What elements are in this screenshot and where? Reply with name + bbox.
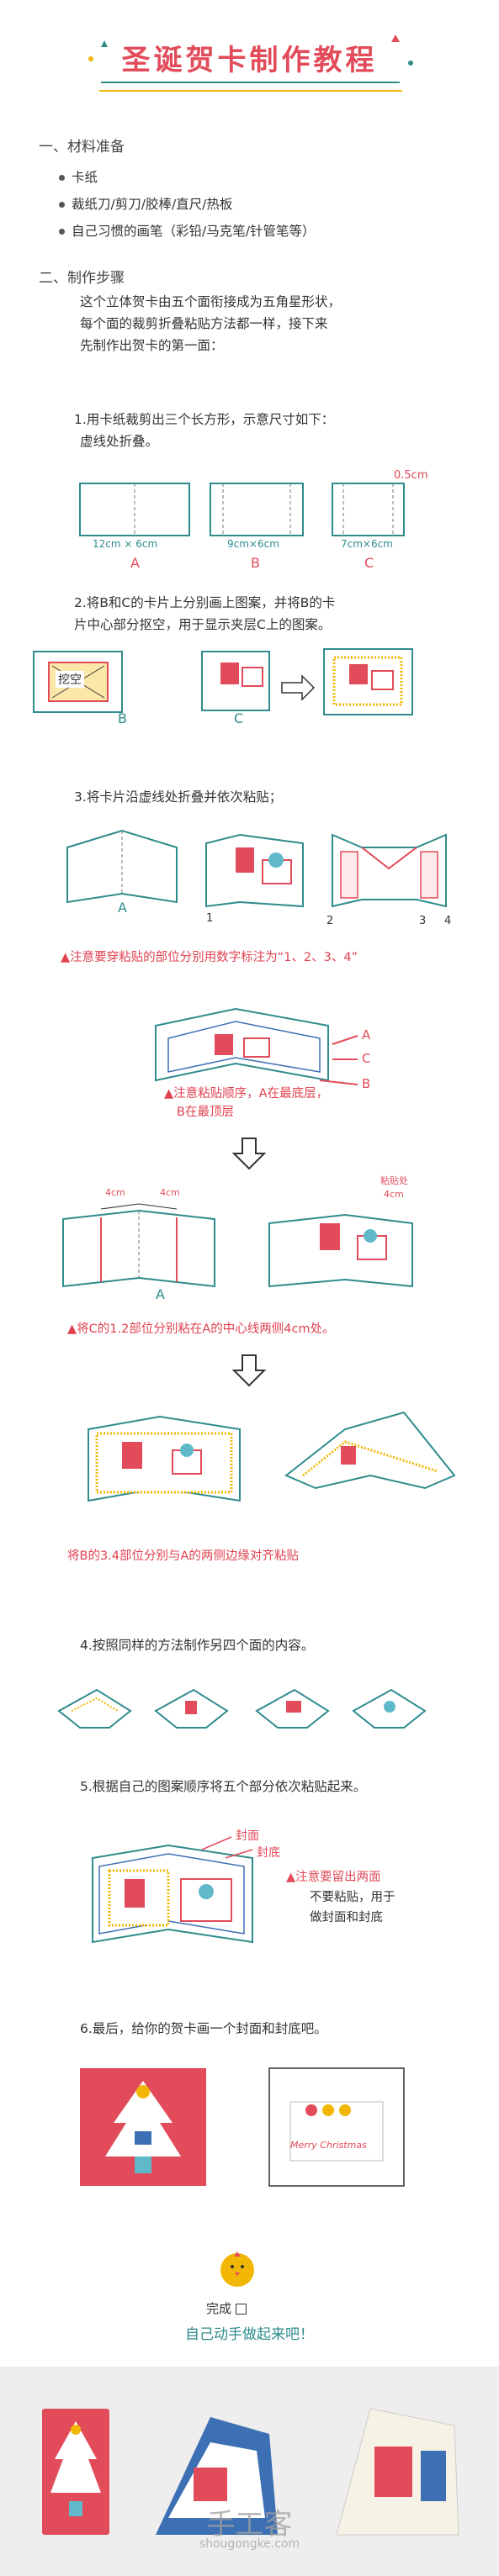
step3-side-label-c: C <box>362 1051 371 1066</box>
page-title-wrap: 圣诞贺卡制作教程 <box>0 37 499 78</box>
down-arrow-icon-2 <box>231 1354 267 1387</box>
step3-note-4: 将B的3.4部位分别与A的两侧边缘对齐粘贴 <box>67 1549 299 1563</box>
step5-tag-cover: 封面 <box>236 1829 259 1843</box>
watermark-main: 手工客 <box>206 2508 293 2542</box>
material-item-3: 自己习惯的画笔（彩铅/马克笔/针管笔等） <box>59 220 315 242</box>
material-item-label: 裁纸刀/剪刀/胶棒/直尺/热板 <box>72 197 233 212</box>
step3-label-a2: A <box>156 1286 165 1302</box>
material-item-2: 裁纸刀/剪刀/胶棒/直尺/热板 <box>59 193 232 215</box>
step5-note-1: ▲注意要留出两面 <box>286 1868 381 1887</box>
step3-note-2b: B在最顶层 <box>177 1106 234 1119</box>
step2-label-b: B <box>118 710 127 726</box>
step3-assembled-diagram <box>88 1411 456 1502</box>
step1-text-1: 1.用卡纸裁剪出三个长方形，示意尺寸如下： <box>74 412 335 427</box>
step3-num-3: 3 <box>419 915 427 927</box>
section2-heading: 二、制作步骤 <box>39 270 125 287</box>
step1-text-2: 虚线处折叠。 <box>80 434 159 449</box>
section2-intro-1: 这个立体贺卡由五个面衔接成为五角星形状， <box>80 294 342 309</box>
step1-label-b: B <box>251 555 260 571</box>
step3-text: 3.将卡片沿虚线处折叠并依次粘贴； <box>74 789 283 805</box>
finish-cta: 自己动手做起来吧！ <box>185 2326 314 2343</box>
step5-note-2: 不要粘贴，用于 <box>310 1891 395 1904</box>
step3-label-a: A <box>118 900 127 916</box>
step1-label-a: A <box>130 555 140 571</box>
material-item-1: 卡纸 <box>59 166 98 188</box>
step3-layer-diagram <box>155 1007 358 1085</box>
step3-note-2a: ▲注意粘贴顺序，A在最底层， <box>164 1087 329 1101</box>
step1-size-c: 7cm×6cm <box>341 538 393 550</box>
chick-icon <box>220 2251 254 2287</box>
step3-folding-diagram <box>66 829 447 908</box>
watermark-url: shougongke.com <box>199 2537 300 2551</box>
step3-side-label-a: A <box>362 1027 371 1043</box>
step6-cover-diagram <box>80 2067 405 2187</box>
step2-cut-label: 挖空 <box>56 671 84 688</box>
section1-heading: 一、材料准备 <box>39 139 125 156</box>
step5-note-1-text: ▲注意要留出两面 <box>286 1871 381 1884</box>
step3-note-1: ▲注意要穿粘贴的部位分别用数字标注为“1、2、3、4” <box>61 951 358 964</box>
step1-label-c: C <box>364 555 374 571</box>
step3-num-4: 4 <box>444 915 452 927</box>
step4-faces-diagram <box>57 1688 427 1729</box>
step3-dim-2: 4cm <box>160 1187 180 1198</box>
step1-extra-size: 0.5cm <box>394 469 428 482</box>
step3-num-2: 2 <box>326 915 334 927</box>
step1-rectangles-diagram <box>79 483 405 536</box>
material-item-label: 卡纸 <box>72 170 98 185</box>
step3-dim-1: 4cm <box>105 1187 125 1198</box>
bullet-icon <box>59 229 65 235</box>
step2-cards-diagram <box>33 648 413 715</box>
finish-done-text: 完成 <box>206 2301 232 2316</box>
step6-text: 6.最后，给你的贺卡画一个封面和封底吧。 <box>80 2021 327 2036</box>
final-photos <box>42 2408 459 2536</box>
step5-note-3: 做封面和封底 <box>310 1911 383 1924</box>
step6-card-text: Merry Christmas <box>290 2140 367 2151</box>
down-arrow-icon <box>231 1138 267 1170</box>
step3-num-1: 1 <box>206 912 214 925</box>
step2-text-1: 2.将B和C的卡片上分别画上图案，并将B的卡 <box>74 595 336 610</box>
step3-note-3: ▲将C的1.2部位分别粘在A的中心线两侧4cm处。 <box>67 1322 335 1336</box>
section2-intro-2: 每个面的裁剪折叠粘贴方法都一样，接下来 <box>80 316 328 331</box>
step3-dim-3: 4cm <box>384 1189 404 1200</box>
step1-size-a: 12cm × 6cm <box>93 538 158 550</box>
step5-tag-back: 封底 <box>257 1846 280 1860</box>
bullet-icon <box>59 202 65 208</box>
finish-done: 完成 <box>206 2299 247 2317</box>
step5-text: 5.根据自己的图案顺序将五个部分依次粘贴起来。 <box>80 1779 367 1794</box>
step2-label-c: C <box>234 710 244 726</box>
checkbox-icon <box>235 2304 247 2315</box>
step1-size-b: 9cm×6cm <box>227 538 279 550</box>
page-title: 圣诞贺卡制作教程 <box>121 44 378 77</box>
step2-text-2: 片中心部分抠空，用于显示夹层C上的图案。 <box>74 617 332 632</box>
bullet-icon <box>59 175 65 181</box>
step3-dim-note: 粘贴处 <box>380 1175 408 1186</box>
step5-book-diagram <box>92 1836 253 1944</box>
step3-side-label-b: B <box>362 1076 371 1091</box>
step3-measure-diagram <box>62 1203 413 1288</box>
section2-intro-3: 先制作出贺卡的第一面： <box>80 338 224 353</box>
title-decoration <box>88 34 413 92</box>
step4-text: 4.按照同样的方法制作另四个面的内容。 <box>80 1638 315 1653</box>
material-item-label: 自己习惯的画笔（彩铅/马克笔/针管笔等） <box>72 224 316 239</box>
